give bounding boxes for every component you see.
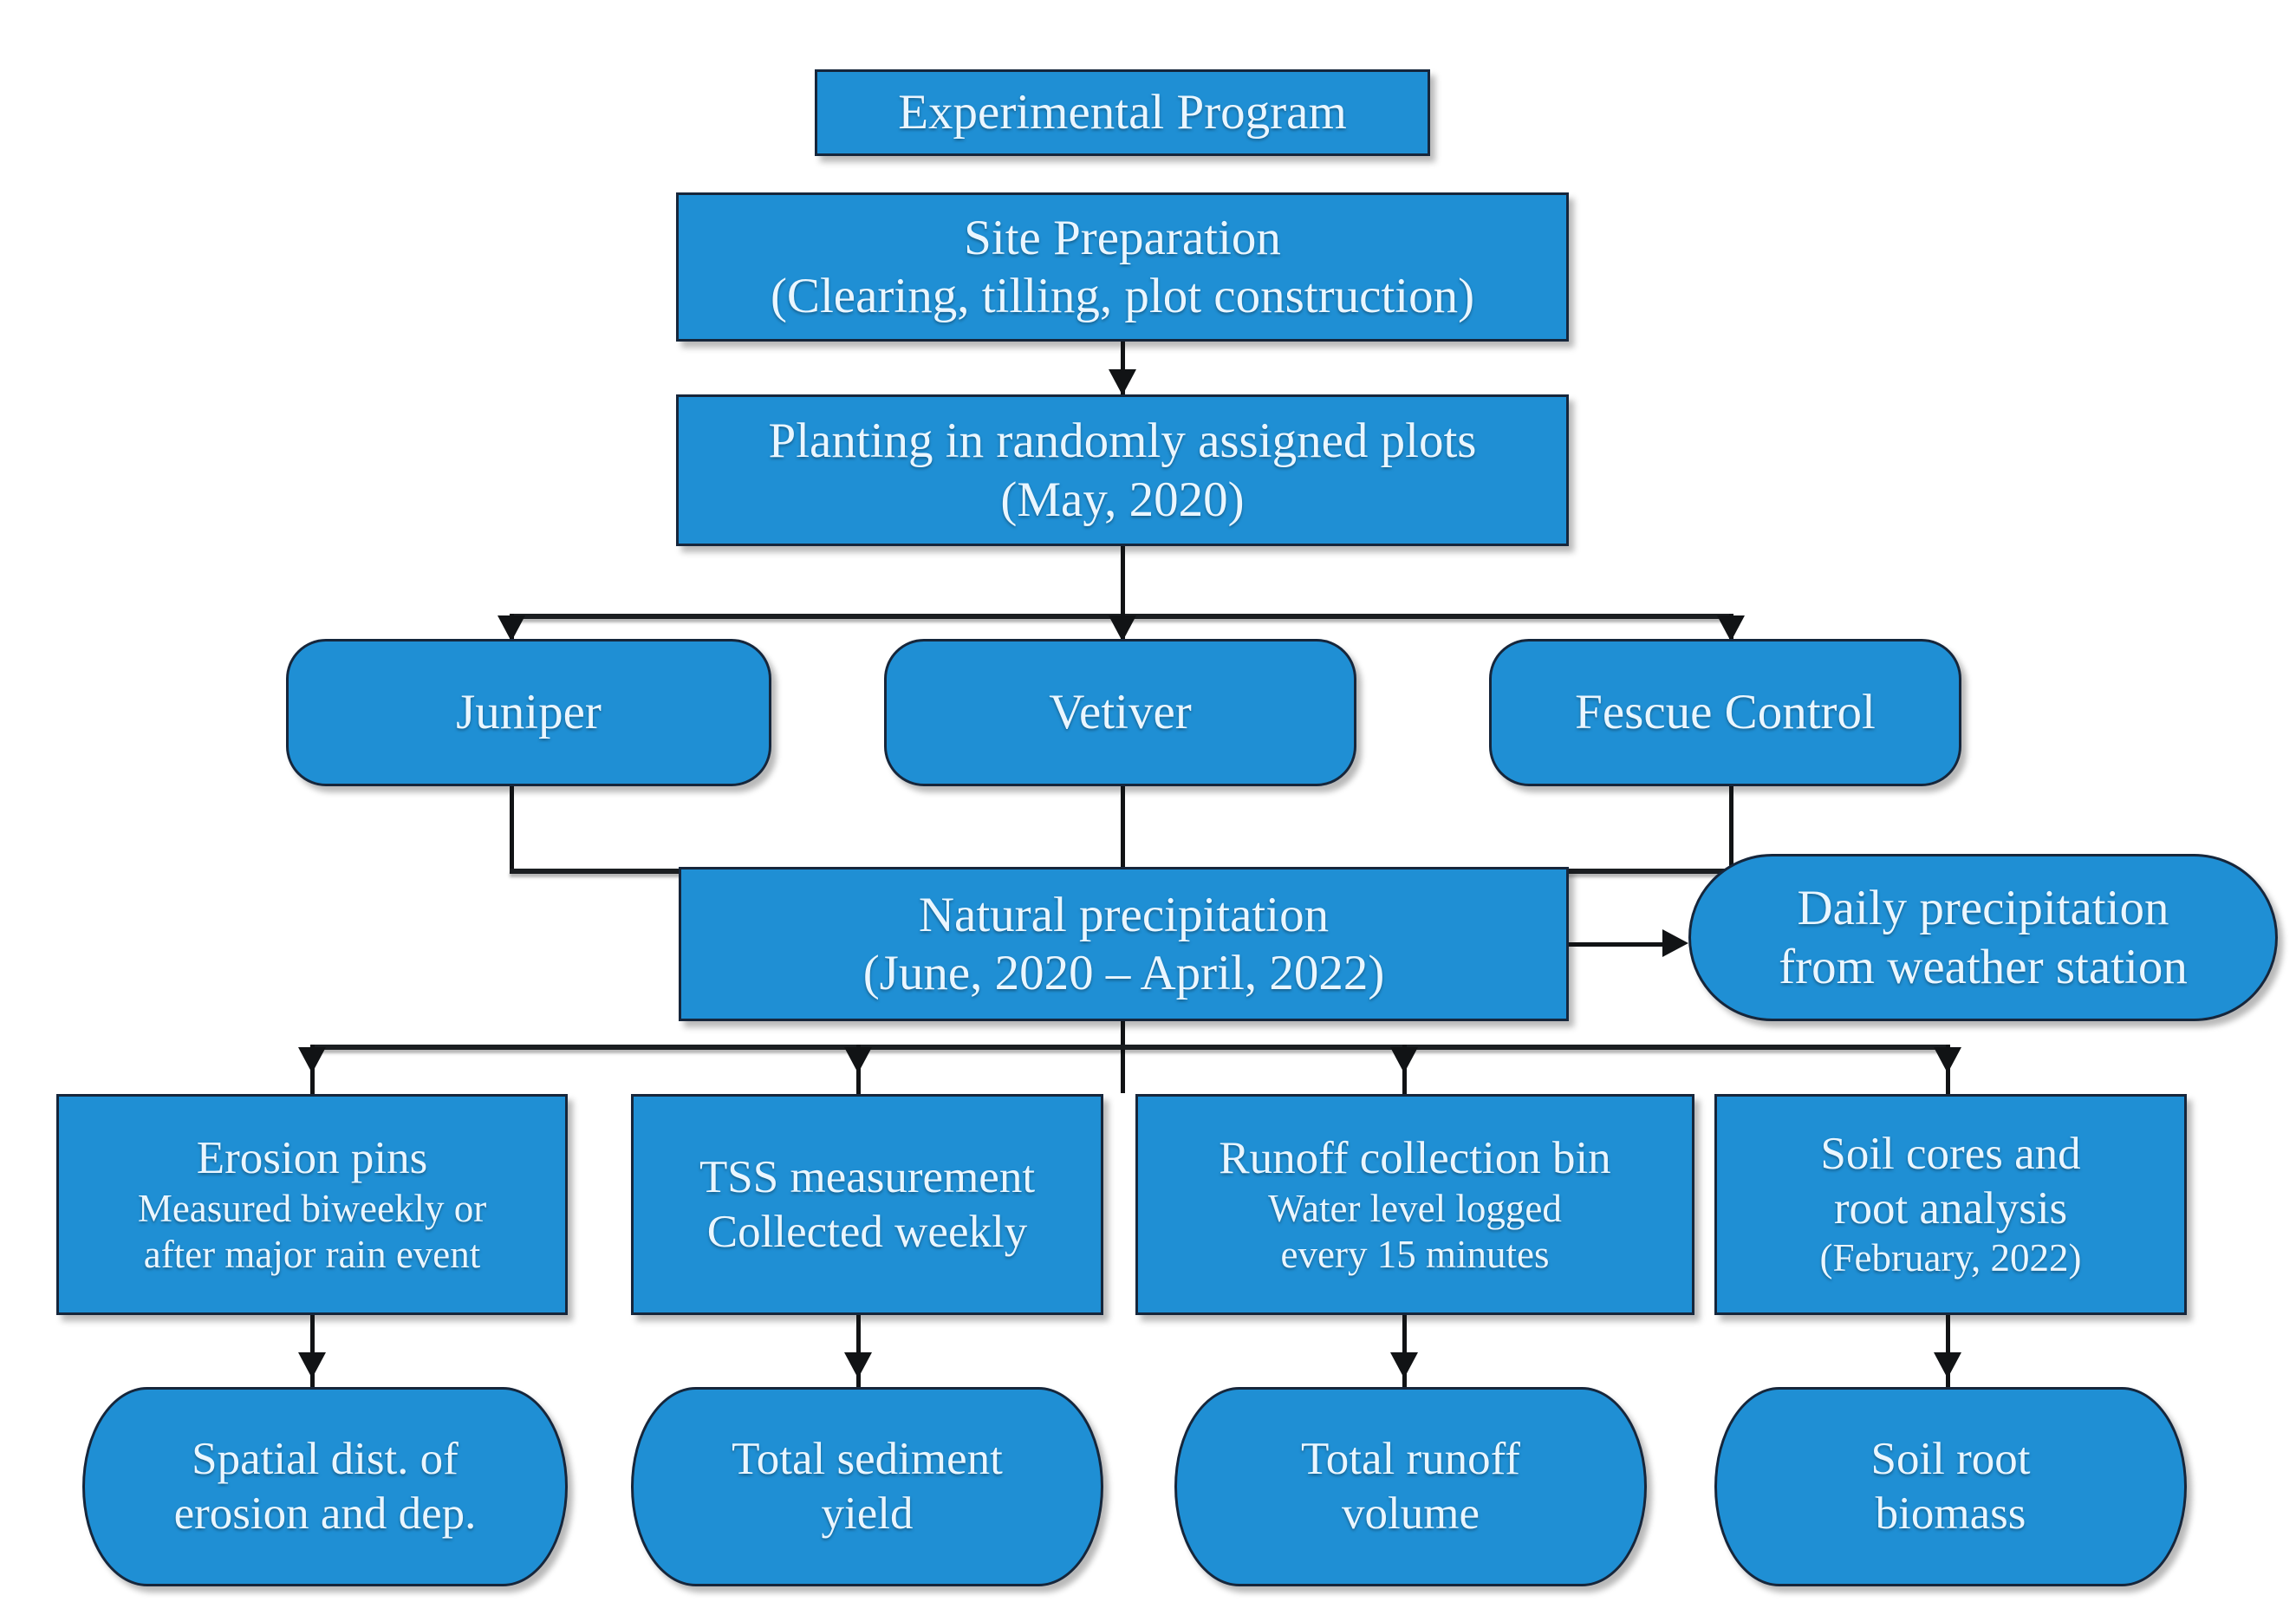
- node-spatial-dist[interactable]: Spatial dist. of erosion and dep.: [82, 1387, 568, 1586]
- node-experimental-program[interactable]: Experimental Program: [815, 69, 1430, 156]
- node-fescue-control-label: Fescue Control: [1575, 685, 1876, 740]
- arrowhead-to-soil-cores: [1934, 1047, 1961, 1073]
- node-erosion-pins-line1: Erosion pins: [196, 1133, 428, 1184]
- arrowhead-to-total-runoff: [1390, 1352, 1418, 1378]
- node-fescue-control[interactable]: Fescue Control: [1489, 639, 1961, 786]
- node-experimental-program-line1: Experimental Program: [898, 85, 1347, 140]
- node-runoff-collection-bin-line1: Runoff collection bin: [1219, 1133, 1611, 1184]
- arrowhead-to-vetiver: [1109, 615, 1136, 641]
- arrowhead-to-tss: [844, 1047, 872, 1073]
- node-juniper-label: Juniper: [456, 685, 602, 740]
- connector-vetiver-to-precip: [1121, 786, 1125, 899]
- node-soil-cores-line3: (February, 2022): [1819, 1236, 2082, 1280]
- node-natural-precipitation-line1: Natural precipitation: [918, 887, 1330, 942]
- node-planting[interactable]: Planting in randomly assigned plots (May…: [676, 394, 1569, 546]
- node-daily-precipitation-line1: Daily precipitation: [1797, 881, 2169, 936]
- node-soil-cores[interactable]: Soil cores and root analysis (February, …: [1714, 1094, 2187, 1315]
- arrowhead-to-erosion-pins: [298, 1047, 326, 1073]
- node-daily-precipitation[interactable]: Daily precipitation from weather station: [1688, 854, 2278, 1021]
- arrowhead-to-total-sediment: [844, 1352, 872, 1378]
- node-vetiver-label: Vetiver: [1049, 685, 1192, 740]
- node-runoff-collection-bin[interactable]: Runoff collection bin Water level logged…: [1135, 1094, 1694, 1315]
- arrowhead-to-spatial-dist: [298, 1352, 326, 1378]
- node-soil-root-biomass-line2: biomass: [1875, 1488, 2026, 1539]
- node-erosion-pins[interactable]: Erosion pins Measured biweekly or after …: [56, 1094, 568, 1315]
- node-planting-line1: Planting in randomly assigned plots: [768, 414, 1477, 469]
- node-spatial-dist-line2: erosion and dep.: [173, 1488, 477, 1539]
- node-site-preparation-line2: (Clearing, tilling, plot construction): [770, 269, 1475, 323]
- connector-measurement-bus: [310, 1045, 1948, 1050]
- node-tss-measurement-line2: Collected weekly: [706, 1206, 1028, 1257]
- node-total-sediment-yield-line1: Total sediment: [732, 1434, 1003, 1485]
- arrowhead-to-soil-root-biomass: [1934, 1352, 1961, 1378]
- arrowhead-to-juniper: [498, 615, 525, 641]
- node-erosion-pins-line3: after major rain event: [143, 1232, 481, 1276]
- node-daily-precipitation-line2: from weather station: [1779, 939, 2188, 994]
- node-tss-measurement-line1: TSS measurement: [699, 1151, 1036, 1202]
- node-site-preparation-line1: Site Preparation: [964, 210, 1281, 265]
- node-planting-line2: (May, 2020): [1000, 472, 1245, 527]
- connector-planting-stem: [1121, 546, 1125, 617]
- connector-fescue-down: [1729, 786, 1733, 873]
- connector-juniper-down: [510, 786, 514, 873]
- arrowhead-siteprep-to-planting: [1109, 369, 1136, 395]
- node-total-sediment-yield-line2: yield: [821, 1488, 914, 1539]
- node-soil-root-biomass-line1: Soil root: [1870, 1434, 2031, 1485]
- node-runoff-collection-bin-line2: Water level logged: [1268, 1186, 1562, 1230]
- node-juniper[interactable]: Juniper: [286, 639, 771, 786]
- node-vetiver[interactable]: Vetiver: [884, 639, 1356, 786]
- arrowhead-to-weather-station: [1662, 929, 1688, 957]
- node-total-runoff-volume-line1: Total runoff: [1301, 1434, 1520, 1485]
- connector-precip-stem: [1121, 1021, 1125, 1093]
- node-natural-precipitation[interactable]: Natural precipitation (June, 2020 – Apri…: [679, 867, 1569, 1021]
- node-spatial-dist-line1: Spatial dist. of: [192, 1434, 459, 1485]
- node-soil-cores-line1: Soil cores and: [1820, 1129, 2081, 1180]
- node-tss-measurement[interactable]: TSS measurement Collected weekly: [631, 1094, 1103, 1315]
- node-total-runoff-volume-line2: volume: [1342, 1488, 1480, 1539]
- arrowhead-to-fescue: [1717, 615, 1745, 641]
- arrowhead-to-runoff-bin: [1390, 1047, 1418, 1073]
- connector-precip-to-weather-station: [1569, 942, 1668, 947]
- node-runoff-collection-bin-line3: every 15 minutes: [1280, 1232, 1550, 1276]
- node-natural-precipitation-line2: (June, 2020 – April, 2022): [862, 946, 1385, 1000]
- node-soil-root-biomass[interactable]: Soil root biomass: [1714, 1387, 2187, 1586]
- node-total-runoff-volume[interactable]: Total runoff volume: [1174, 1387, 1647, 1586]
- node-erosion-pins-line2: Measured biweekly or: [137, 1186, 487, 1230]
- node-total-sediment-yield[interactable]: Total sediment yield: [631, 1387, 1103, 1586]
- node-soil-cores-line2: root analysis: [1833, 1182, 2068, 1234]
- node-site-preparation[interactable]: Site Preparation (Clearing, tilling, plo…: [676, 192, 1569, 342]
- connector-siteprep-to-planting: [1121, 342, 1125, 395]
